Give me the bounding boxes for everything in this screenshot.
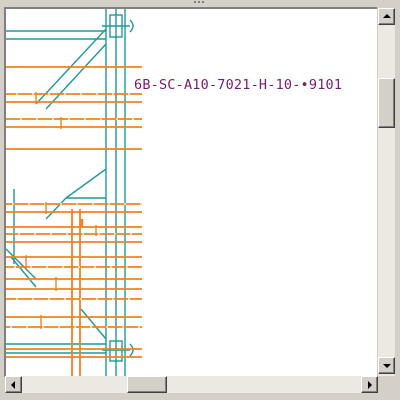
column-clamp-bottom <box>109 340 123 362</box>
scroll-left-button[interactable] <box>5 376 22 393</box>
vertical-scrollbar[interactable] <box>378 8 395 376</box>
scroll-up-button[interactable] <box>378 8 395 25</box>
arrow-down-icon <box>383 364 391 368</box>
arrow-left-icon <box>11 381 15 389</box>
drawing-canvas[interactable]: 6B-SC-A10-7021-H-10-•9101 <box>4 7 377 377</box>
pipe-tag-label: 6B-SC-A10-7021-H-10-•9101 <box>134 77 343 93</box>
clamp-arc <box>129 343 134 357</box>
scroll-right-button[interactable] <box>361 376 378 393</box>
resize-grip-icon[interactable] <box>190 0 210 5</box>
vertical-scroll-thumb[interactable] <box>378 78 395 128</box>
horizontal-scrollbar[interactable] <box>5 376 378 393</box>
clamp-arc <box>129 19 134 33</box>
arrow-right-icon <box>368 381 372 389</box>
piping-drawing <box>6 9 142 377</box>
horizontal-scroll-thumb[interactable] <box>127 376 167 393</box>
arrow-up-icon <box>383 14 391 18</box>
scrollbar-corner <box>378 376 395 393</box>
scroll-down-button[interactable] <box>378 357 395 374</box>
